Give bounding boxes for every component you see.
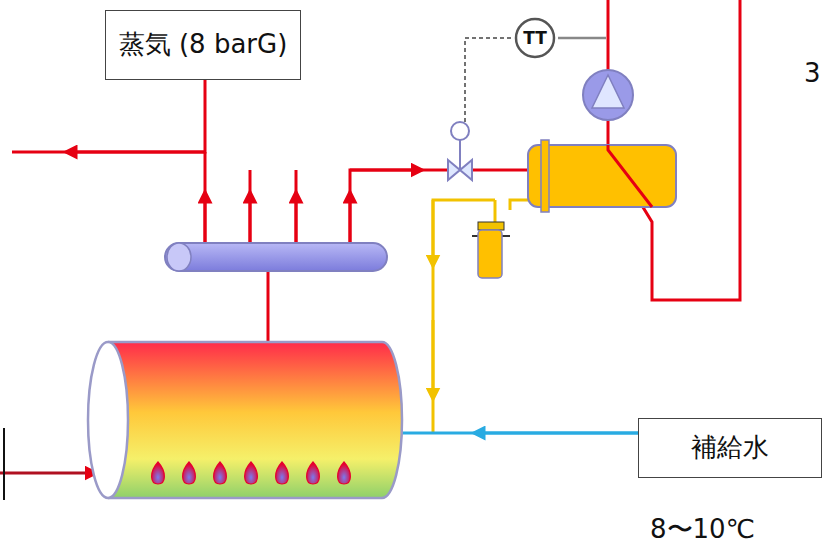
steam-box: 蒸気 (8 barG) bbox=[105, 10, 301, 80]
makeup-water-box: 補給水 bbox=[638, 418, 822, 478]
callout-number: 3 bbox=[804, 58, 821, 88]
temperature-label: 8〜10℃ bbox=[650, 512, 755, 547]
temperature-transmitter: TT bbox=[514, 17, 556, 59]
node-text: 補給水 bbox=[691, 433, 769, 463]
node-text: TT bbox=[523, 30, 547, 47]
node-text: 蒸気 (8 barG) bbox=[119, 30, 288, 60]
